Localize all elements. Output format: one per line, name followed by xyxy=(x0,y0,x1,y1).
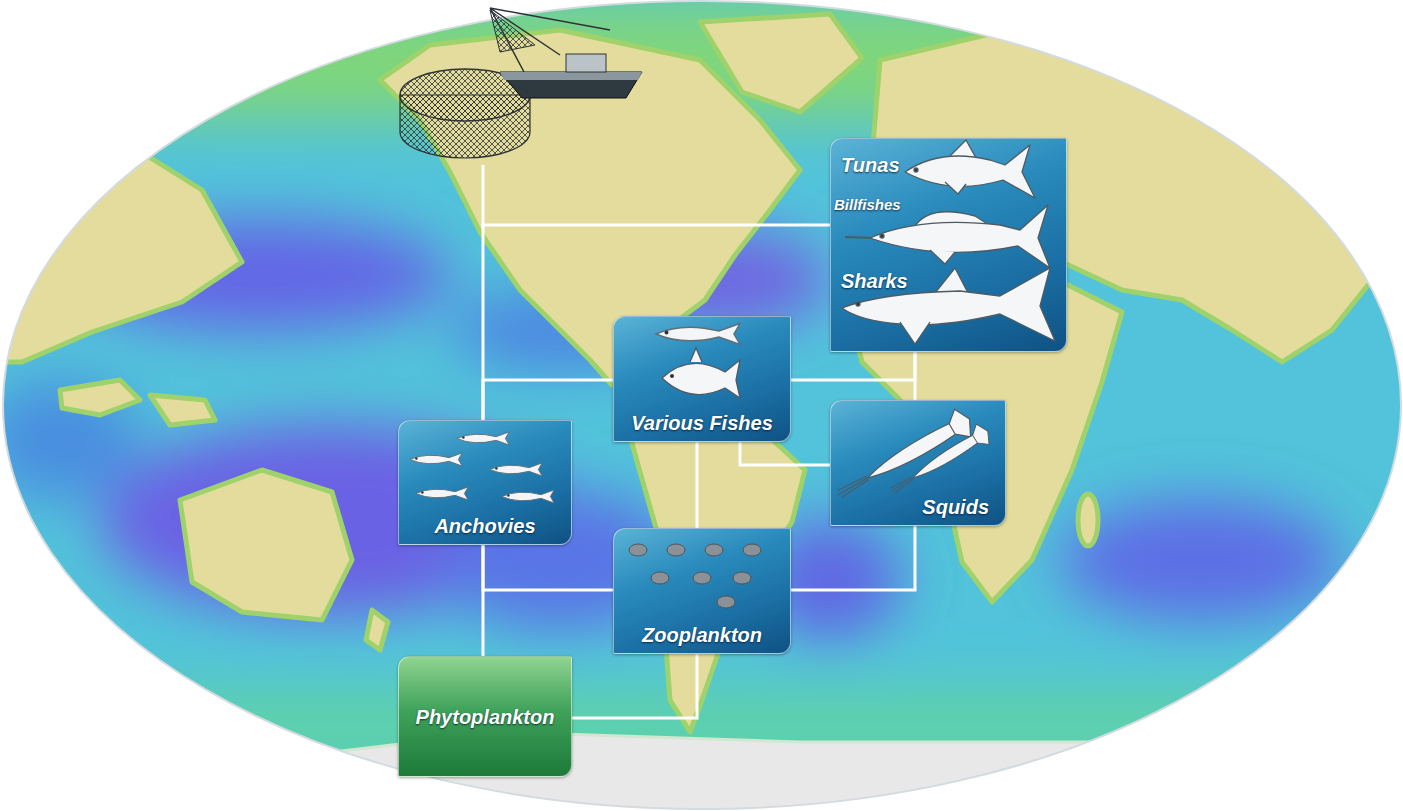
zooplankton-icons xyxy=(651,572,669,584)
various-fish-icons xyxy=(670,374,674,378)
organism-label: Tunas xyxy=(831,153,1066,177)
squid-icons xyxy=(830,405,994,509)
food-web-link xyxy=(740,442,830,465)
zooplankton-icons xyxy=(705,544,723,556)
organism-label: Billfishes xyxy=(831,196,1066,214)
globe-rim xyxy=(3,1,1401,809)
billfish-icon xyxy=(930,250,955,264)
purse-seine-boat xyxy=(566,54,606,72)
organism-label: Various Fishes xyxy=(614,411,790,435)
billfish-icon xyxy=(845,237,874,238)
purse-seine-boat xyxy=(490,10,535,52)
anchovy-icons xyxy=(410,453,462,466)
ocean-gyres xyxy=(1060,500,1340,620)
zooplankton-icons xyxy=(629,544,647,556)
ocean-gyres xyxy=(0,0,1403,770)
billfish-icon xyxy=(915,212,986,226)
food-web-link xyxy=(914,352,917,400)
shark-icon xyxy=(900,322,930,344)
continents xyxy=(0,140,242,362)
billfish-icon xyxy=(880,234,884,238)
continents xyxy=(1078,494,1098,546)
food-web-link xyxy=(572,654,697,718)
billfish-icon xyxy=(870,205,1050,268)
squid-icons xyxy=(864,412,974,484)
purse-seine-boat xyxy=(500,72,642,98)
squid-icons xyxy=(836,475,869,499)
purse-seine-boat xyxy=(490,8,610,72)
food-web-link xyxy=(791,352,915,380)
shark-icon xyxy=(842,268,1055,344)
food-web-link xyxy=(696,442,699,528)
zooplankton-icons xyxy=(733,572,751,584)
food-web-link xyxy=(791,526,915,590)
food-web-box: Various Fishes xyxy=(613,316,791,442)
ocean-gyres xyxy=(0,380,140,500)
tuna-icon xyxy=(914,168,918,172)
squid-icons xyxy=(910,426,991,483)
squid-icons xyxy=(830,405,978,509)
food-web-link xyxy=(483,545,613,590)
anchovy-icons xyxy=(457,432,509,445)
anchovy-icons xyxy=(490,463,542,476)
zooplankton-icons xyxy=(717,596,735,608)
continents xyxy=(0,14,1396,732)
zooplankton-icons xyxy=(667,544,685,556)
food-web-box: TunasBillfishesSharks xyxy=(830,138,1067,352)
tuna-icon xyxy=(905,145,1035,198)
purse-seine-boat xyxy=(400,8,642,227)
food-web-box: Zooplankton xyxy=(613,528,791,654)
food-web-box: Phytoplankton xyxy=(398,656,572,777)
squid-icons xyxy=(885,421,994,502)
purse-seine-boat xyxy=(500,72,642,80)
organism-label: Phytoplankton xyxy=(399,705,571,729)
anchovy-icons xyxy=(502,490,554,503)
continents xyxy=(180,470,352,620)
shark-icon xyxy=(842,268,1055,341)
food-web-link xyxy=(483,380,613,420)
shark-icon xyxy=(935,268,968,293)
organism-label: Anchovies xyxy=(399,514,571,538)
zooplankton-icons xyxy=(629,544,761,608)
tuna-icon xyxy=(950,140,976,158)
billfish-icon xyxy=(845,205,1050,268)
organism-label: Zooplankton xyxy=(614,623,790,647)
antarctica xyxy=(240,732,1220,811)
squid-icons xyxy=(944,405,977,443)
zooplankton-icons xyxy=(743,544,761,556)
zooplankton-icons xyxy=(693,572,711,584)
purse-seine-boat xyxy=(482,165,485,227)
squid-icons xyxy=(890,476,915,495)
continents xyxy=(700,14,862,112)
tuna-icon xyxy=(945,182,966,194)
squid-icons xyxy=(969,421,994,449)
various-fish-icons xyxy=(656,324,740,399)
tuna-icon xyxy=(905,140,1035,198)
anchovy-icons xyxy=(416,487,468,500)
various-fish-icons xyxy=(662,348,740,398)
continents xyxy=(366,610,388,650)
continents xyxy=(150,395,215,425)
anchovy-icons xyxy=(410,432,554,503)
shark-icon xyxy=(856,302,860,306)
food-web-box: Squids xyxy=(830,400,1006,526)
continents xyxy=(60,380,140,415)
organism-label: Sharks xyxy=(831,269,1066,293)
organism-label: Squids xyxy=(831,495,1005,519)
food-web-box: Anchovies xyxy=(398,420,572,545)
various-fish-icons xyxy=(656,324,740,345)
